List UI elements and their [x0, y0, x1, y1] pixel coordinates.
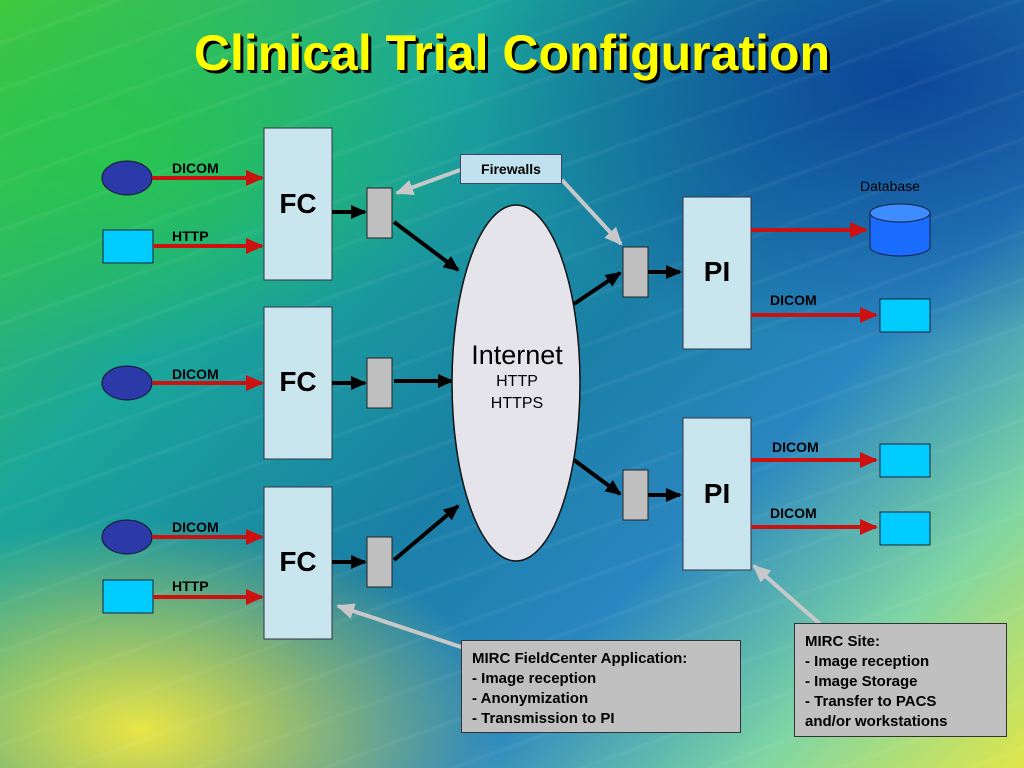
http-client-3	[102, 579, 154, 614]
site-item: - Image Storage	[805, 673, 918, 690]
fieldcenter-info-box: MIRC FieldCenter Application: - Image re…	[461, 640, 741, 733]
label-dicom-2: DICOM	[172, 366, 219, 382]
arrow-internet-fw-bottom	[572, 458, 622, 496]
firewall-right-2	[622, 469, 649, 521]
callout-firewalls-left	[395, 168, 461, 196]
workstation-3	[879, 511, 931, 546]
callout-site	[752, 564, 822, 626]
pi-box-2	[682, 417, 752, 571]
fieldcenter-heading: MIRC FieldCenter Application:	[472, 650, 688, 667]
fieldcenter-item: - Anonymization	[472, 690, 589, 707]
label-http-3: HTTP	[172, 578, 209, 594]
dicom-node-1	[101, 160, 153, 196]
fc-box-1	[263, 127, 333, 281]
site-info-box: MIRC Site: - Image reception - Image Sto…	[794, 623, 1007, 737]
internet-title: Internet	[471, 340, 563, 370]
arrow-fw3-internet	[392, 504, 460, 562]
label-dicom-3: DICOM	[172, 519, 219, 535]
label-dicom-pi1: DICOM	[770, 292, 817, 308]
dicom-node-3	[101, 519, 153, 555]
firewalls-label: Firewalls	[460, 154, 562, 184]
internet-protocol-http: HTTP	[496, 373, 538, 390]
label-dicom-1: DICOM	[172, 160, 219, 176]
callout-firewalls-right	[560, 178, 623, 246]
fc-label-1: FC	[279, 188, 317, 219]
internet-ellipse	[451, 204, 581, 562]
pi-label-1: PI	[703, 256, 731, 287]
firewall-right-1	[622, 246, 649, 298]
arrow-fw1-internet	[392, 220, 460, 272]
site-item: - Transfer to PACS	[805, 693, 937, 710]
fc-label-3: FC	[279, 546, 317, 577]
page-title: Clinical Trial Configuration	[193, 25, 831, 81]
label-dicom-pi2a: DICOM	[772, 439, 819, 455]
firewall-left-3	[366, 536, 393, 588]
workstation-2	[879, 443, 931, 478]
label-http-1: HTTP	[172, 228, 209, 244]
internet-protocol-https: HTTPS	[490, 395, 544, 412]
callout-fieldcenter	[336, 603, 471, 652]
site-item: and/or workstations	[805, 713, 948, 730]
site-item: - Image reception	[805, 653, 930, 670]
firewall-left-2	[366, 357, 393, 409]
pi-label-2: PI	[703, 478, 731, 509]
pi-box-1	[682, 196, 752, 350]
fieldcenter-item: - Transmission to PI	[472, 710, 615, 727]
label-dicom-pi2b: DICOM	[770, 505, 817, 521]
internet-label: Internet HTTP HTTPS	[452, 340, 582, 415]
site-heading: MIRC Site:	[805, 633, 880, 650]
database-icon	[869, 203, 931, 257]
workstation-1	[879, 298, 931, 333]
fc-box-3	[263, 486, 333, 640]
label-database: Database	[860, 178, 920, 194]
http-client-1	[102, 229, 154, 264]
fieldcenter-item: - Image reception	[472, 670, 597, 687]
dicom-node-2	[101, 365, 153, 401]
arrow-internet-fw-top	[572, 271, 622, 306]
firewall-left-1	[366, 187, 393, 239]
fc-label-2: FC	[279, 366, 317, 397]
